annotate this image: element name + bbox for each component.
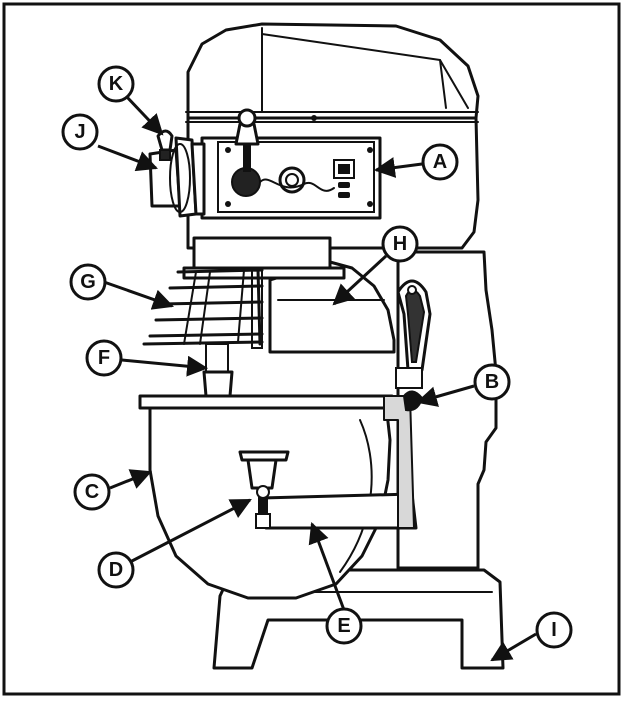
attachment-hub <box>148 136 206 218</box>
callout-i: I <box>535 611 573 649</box>
callout-h: H <box>381 225 419 263</box>
leader-c <box>109 469 152 490</box>
leader-j <box>97 144 158 172</box>
leader-f <box>121 355 209 377</box>
leader-a <box>373 157 423 178</box>
callout-e-label: E <box>337 615 350 637</box>
callout-b-label: B <box>485 371 499 393</box>
callout-g: G <box>69 263 107 301</box>
callout-i-label: I <box>551 619 557 641</box>
thumb-screw <box>156 129 174 161</box>
leader-lines <box>97 94 537 662</box>
callout-d: D <box>97 551 135 589</box>
callout-a: A <box>421 143 459 181</box>
bowl-arm <box>238 395 418 530</box>
callout-j: J <box>61 113 99 151</box>
callout-c: C <box>73 473 111 511</box>
callout-f-label: F <box>98 347 110 369</box>
leader-d <box>129 498 252 564</box>
callout-k: K <box>97 65 135 103</box>
callout-c-label: C <box>85 481 99 503</box>
callout-e: E <box>325 607 363 645</box>
leader-h <box>332 254 388 306</box>
callout-f: F <box>85 339 123 377</box>
leader-g <box>103 280 174 310</box>
leader-b <box>415 384 475 407</box>
agitator-shaft <box>202 343 234 398</box>
leader-e <box>308 522 346 611</box>
callout-k-label: K <box>109 73 124 95</box>
leader-k <box>124 94 164 136</box>
callout-j-label: J <box>74 121 85 143</box>
callout-d-label: D <box>109 559 123 581</box>
control-panel <box>200 108 382 220</box>
bowl-guard <box>268 260 396 354</box>
callout-h-label: H <box>393 233 407 255</box>
callout-b: B <box>473 363 511 401</box>
leader-i <box>490 632 537 662</box>
callout-g-label: G <box>80 271 96 293</box>
callout-a-label: A <box>433 151 447 173</box>
wire-guard <box>142 267 264 349</box>
